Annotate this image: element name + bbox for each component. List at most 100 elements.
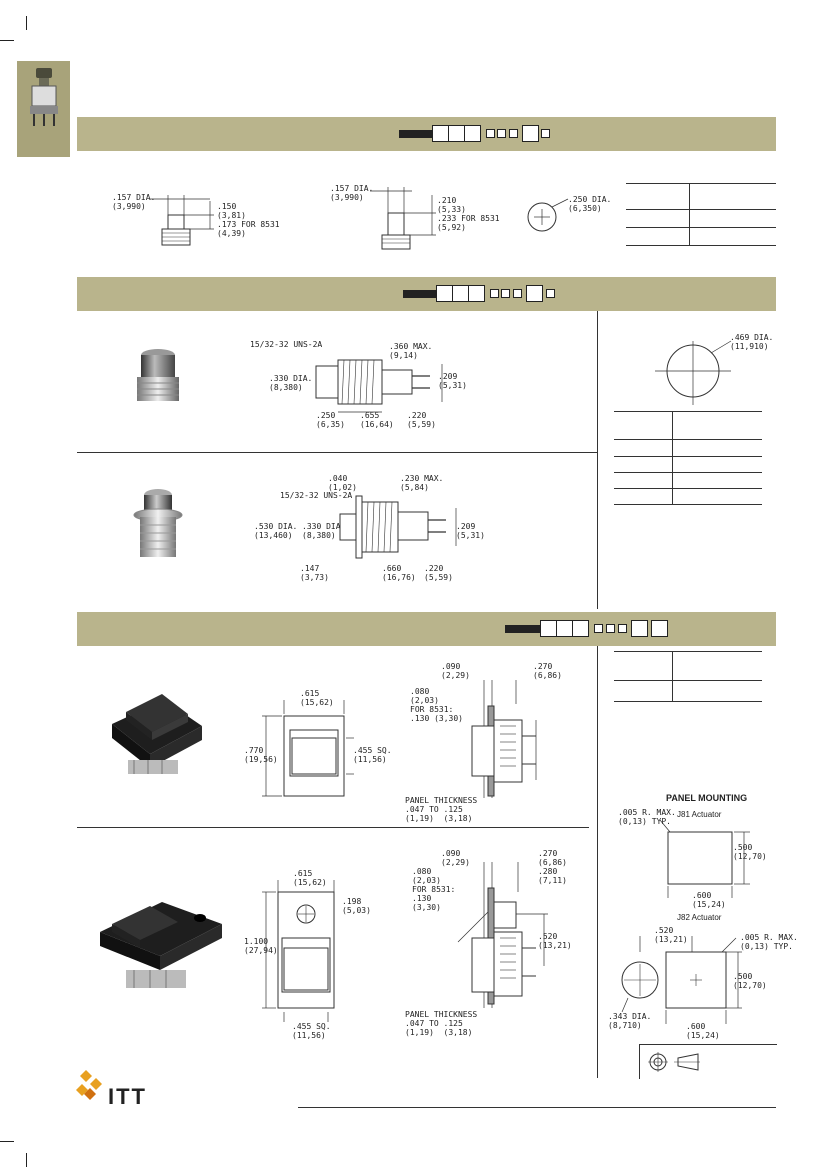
dim-label: .520 (13,21) (654, 926, 688, 944)
dim-label: .220 (5,59) (424, 564, 453, 582)
actuator-label: J82 Actuator (677, 913, 722, 922)
side-view-drawing (471, 680, 537, 798)
part-code-box (452, 285, 469, 302)
dim-label: .600 (15,24) (692, 891, 726, 909)
dim-label: .330 DIA. (8,380) (269, 374, 313, 392)
dim-label: .615 (15,62) (293, 869, 327, 887)
projection-symbol-icon (648, 1052, 700, 1072)
column-divider (597, 646, 598, 1078)
dim-label: .040 (1,02) (328, 474, 357, 492)
part-code-box (540, 620, 557, 637)
part-code-box (468, 285, 485, 302)
dim-label: .080 (2,03) FOR 8531: .130 (3,30) (410, 687, 463, 723)
switch-icon (30, 68, 58, 126)
part-code-box (501, 289, 510, 298)
dim-label: .660 (16,76) (382, 564, 416, 582)
dim-label: .360 MAX. (9,14) (389, 342, 433, 360)
dim-label: .198 (5,03) (342, 897, 371, 915)
section-header-band (77, 612, 776, 646)
dim-label: .615 (15,62) (300, 689, 334, 707)
spec-table (614, 411, 762, 505)
part-code-box (606, 624, 615, 633)
part-code-box (497, 129, 506, 138)
dim-label: .330 DIA. (8,380) (302, 522, 346, 540)
square-pushbutton-photo (112, 694, 202, 774)
brand-name: ITT (108, 1084, 147, 1109)
actuator-drawing (370, 187, 436, 250)
part-code-box (464, 125, 481, 142)
dim-label: .005 R. MAX. (0,13) TYP. (740, 933, 798, 951)
part-code-box (486, 129, 495, 138)
dim-label: 15/32-32 UNS-2A (280, 491, 353, 500)
dim-label: .500 (12,70) (733, 843, 767, 861)
footer-rule (298, 1107, 776, 1108)
part-code-box (436, 285, 453, 302)
spec-table (626, 183, 776, 246)
part-code-box (526, 285, 543, 302)
dim-label: .157 DIA. (3,990) (330, 184, 374, 202)
part-code-prefix (403, 290, 436, 298)
part-code-box (490, 289, 499, 298)
dim-label: .600 (15,24) (686, 1022, 720, 1040)
crop-mark (0, 40, 14, 41)
dim-label: .147 (3,73) (300, 564, 329, 582)
j81-cutout-drawing (659, 819, 750, 898)
column-divider (597, 311, 598, 609)
part-code-box (631, 620, 648, 637)
row-divider (77, 827, 589, 828)
dim-label: .250 DIA. (6,350) (568, 195, 612, 213)
dim-label: .209 (5,31) (456, 522, 485, 540)
dim-label: .455 SQ. (11,56) (353, 746, 392, 764)
actuator-label: J81 Actuator (677, 810, 722, 819)
dim-label: .655 (16,64) (360, 411, 394, 429)
part-code-box (651, 620, 668, 637)
part-code-box (546, 289, 555, 298)
dim-label: .520 (13,21) (538, 932, 572, 950)
dim-label: .210 (5,33) .233 FOR 8531 (5,92) (437, 196, 500, 232)
crop-mark (0, 1141, 14, 1142)
part-code-box (556, 620, 573, 637)
dim-label: .280 (7,11) (538, 867, 567, 885)
actuator-drawing (150, 195, 214, 246)
dim-label: .080 (2,03) FOR 8531: .130 (3,30) (412, 867, 456, 912)
front-view-drawing (262, 700, 354, 797)
part-code-box (594, 624, 603, 633)
switch-side-drawing (315, 359, 443, 413)
part-code-box (618, 624, 627, 633)
pushbutton-photo (137, 349, 179, 401)
part-code-prefix (505, 625, 540, 633)
square-pushbutton-lamp-photo (100, 902, 222, 988)
spec-table (614, 651, 762, 702)
dim-label: .150 (3,81) .173 FOR 8531 (4,39) (217, 202, 280, 238)
dim-label: .530 DIA. (13,460) (254, 522, 298, 540)
part-code-box (522, 125, 539, 142)
dim-label: .500 (12,70) (733, 972, 767, 990)
part-code-prefix (399, 130, 432, 138)
cutout-circle (655, 340, 732, 405)
row-divider (77, 452, 597, 453)
dim-label: .270 (6,86) (533, 662, 562, 680)
pushbutton-bezel-photo (133, 489, 183, 557)
side-view-drawing (457, 862, 548, 1008)
switch-side-drawing (339, 495, 457, 559)
dim-label: 1.100 (27,94) (244, 937, 278, 955)
front-view-drawing (262, 880, 335, 1022)
crop-mark (26, 1153, 27, 1167)
dim-label: 15/32-32 UNS-2A (250, 340, 323, 349)
dim-label: .090 (2,29) (441, 662, 470, 680)
dim-label: .209 (5,31) (438, 372, 467, 390)
part-code-box (572, 620, 589, 637)
dim-label: .455 SQ. (11,56) (292, 1022, 331, 1040)
dim-label: .250 (6,35) (316, 411, 345, 429)
dim-label: .770 (19,56) (244, 746, 278, 764)
dim-label: .090 (2,29) (441, 849, 470, 867)
itt-logo-icon (76, 1070, 102, 1100)
dim-label: PANEL THICKNESS .047 TO .125 (1,19) (3,1… (405, 1010, 478, 1037)
dim-label: .220 (5,59) (407, 411, 436, 429)
part-code-box (541, 129, 550, 138)
crop-mark (26, 16, 27, 30)
panel-mounting-title: PANEL MOUNTING (666, 793, 748, 803)
projection-symbol-box (639, 1044, 777, 1079)
dim-label: .230 MAX. (5,84) (400, 474, 444, 492)
part-code-box (448, 125, 465, 142)
